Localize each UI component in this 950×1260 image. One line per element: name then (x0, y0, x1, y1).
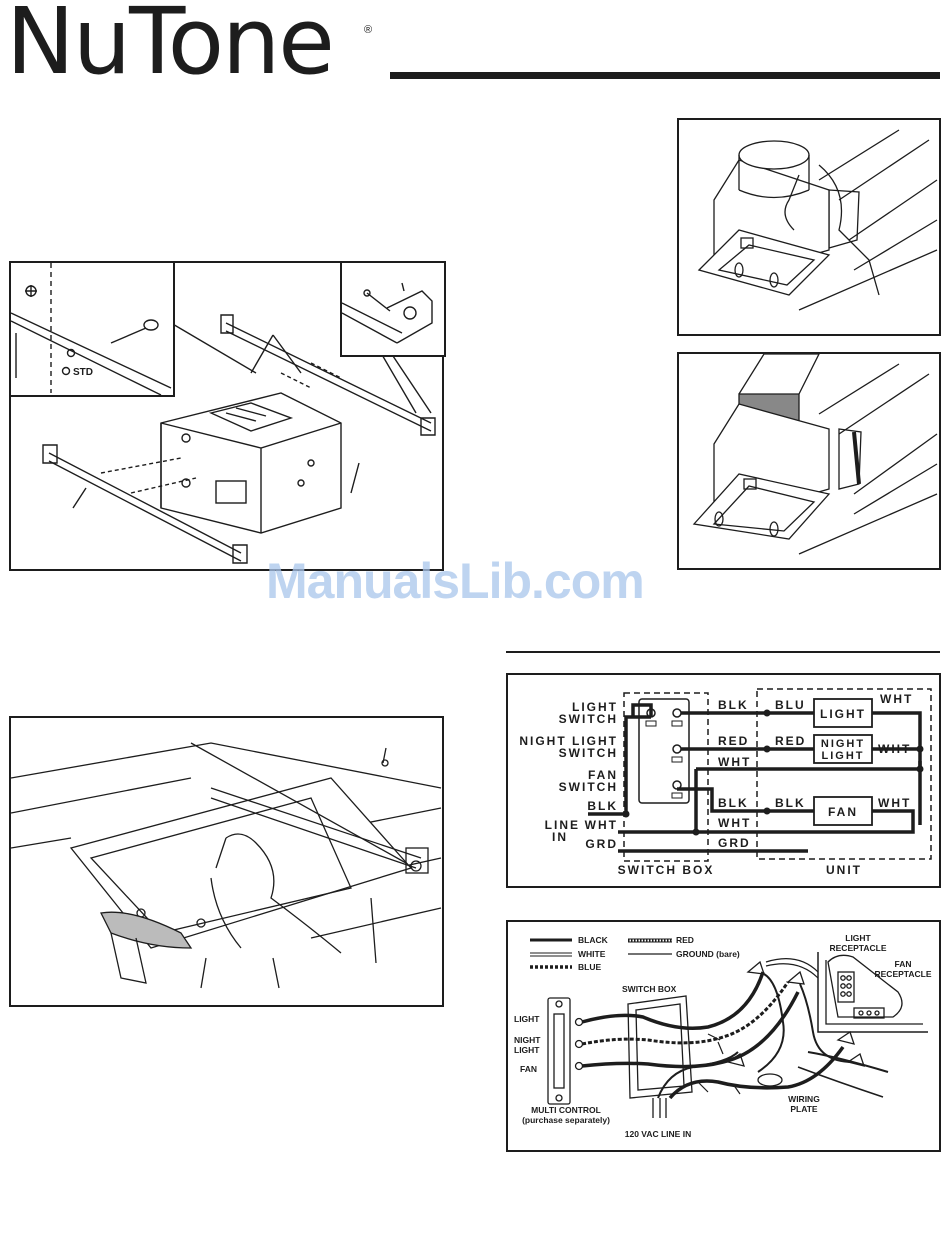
brand-logo: NuTone (6, 0, 335, 95)
label-blu: BLU (775, 698, 806, 712)
label-blk-top: BLK (718, 698, 749, 712)
label-blk-fan: BLK (718, 796, 749, 810)
legend-white: WHITE (578, 949, 606, 959)
label-light-receptacle-2: RECEPTACLE (830, 943, 887, 953)
label-line-in-1: LINE (545, 818, 580, 832)
label-night-light-2: LIGHT (514, 1045, 540, 1055)
label-wht-left: WHT (585, 818, 618, 832)
label-grd-left: GRD (585, 837, 618, 851)
legend-ground: GROUND (bare) (676, 949, 740, 959)
label-fan-receptacle-1: FAN (895, 959, 912, 969)
label-fan-receptacle-2: RECEPTACLE (875, 969, 932, 979)
label-line-in-2: IN (552, 830, 568, 844)
legend-black: BLACK (578, 935, 609, 945)
label-wiring-plate-1: WIRING (788, 1094, 820, 1104)
label-blk-unit: BLK (775, 796, 806, 810)
section-divider (506, 651, 940, 653)
label-night-light-switch-1: NIGHT LIGHT (519, 734, 618, 748)
legend-red: RED (676, 935, 694, 945)
label-fan-switch-1: FAN (588, 768, 618, 782)
label-grd-mid: GRD (718, 836, 751, 850)
label-red-unit: RED (775, 734, 806, 748)
header-rule (390, 72, 940, 79)
figure-duct-installed (677, 352, 941, 570)
label-multi-control-2: (purchase separately) (522, 1115, 610, 1125)
label-wht-line: WHT (718, 816, 751, 830)
inset-bracket-detail (340, 261, 446, 357)
label-red-mid: RED (718, 734, 749, 748)
label-wht-mid: WHT (718, 755, 751, 769)
component-fan: FAN (828, 805, 858, 819)
figure-nailing-brackets (9, 716, 444, 1007)
label-light-switch-2: SWITCH (559, 712, 618, 726)
mounting-illustration (42, 314, 436, 564)
legend-blue: BLUE (578, 962, 601, 972)
caption-unit: UNIT (826, 863, 862, 877)
caption-switch-box: SWITCH BOX (618, 863, 715, 877)
connection-diagram: BLACK WHITE BLUE RED GROUND (bare) (506, 920, 941, 1152)
label-light-receptacle-1: LIGHT (845, 933, 871, 943)
figure-duct-attach (677, 118, 941, 336)
label-fan: FAN (520, 1064, 537, 1074)
label-line-in: 120 VAC LINE IN (625, 1129, 691, 1139)
registered-mark: ® (364, 24, 373, 36)
label-fan-switch-2: SWITCH (559, 780, 618, 794)
component-light: LIGHT (820, 707, 866, 721)
label-wht-fan: WHT (878, 796, 911, 810)
component-night-light-2: LIGHT (822, 750, 865, 762)
wiring-schematic: LIGHT SWITCH NIGHT LIGHT SWITCH FAN SWIT… (506, 673, 941, 888)
figure-mounting-brackets: STD (9, 261, 446, 571)
label-wht-light: WHT (880, 692, 913, 706)
label-light-switch-1: LIGHT (572, 700, 618, 714)
watermark: ManualsLib.com (266, 553, 645, 609)
label-night-light-switch-2: SWITCH (559, 746, 618, 760)
inset-screw-detail: STD (9, 261, 175, 397)
label-wiring-plate-2: PLATE (790, 1104, 818, 1114)
inset-std-label: STD (73, 367, 93, 378)
label-wht-nightlight: WHT (878, 742, 911, 756)
label-light: LIGHT (514, 1014, 540, 1024)
component-night-light-1: NIGHT (821, 738, 865, 750)
label-blk-left: BLK (587, 799, 618, 813)
label-multi-control-1: MULTI CONTROL (531, 1105, 601, 1115)
label-switch-box: SWITCH BOX (622, 984, 677, 994)
label-night-light-1: NIGHT (514, 1035, 541, 1045)
